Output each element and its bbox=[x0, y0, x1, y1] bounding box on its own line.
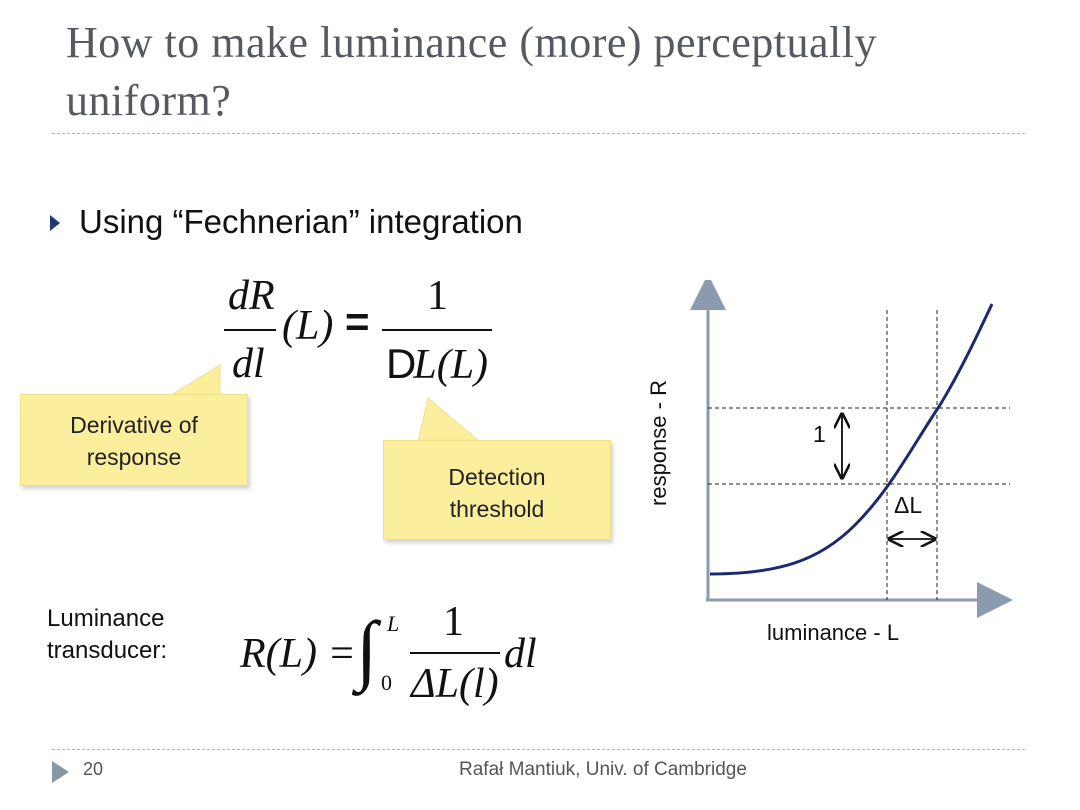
unit-step-label: 1 bbox=[813, 421, 826, 447]
y-axis-label: response - R bbox=[646, 380, 671, 506]
page-number: 20 bbox=[83, 759, 104, 779]
transducer-label: Luminance transducer: bbox=[47, 603, 167, 667]
eq1-delta-glyph: D bbox=[386, 340, 416, 387]
eq2-differential: dl bbox=[504, 631, 537, 677]
response-graph: 1 ΔL response - R luminance - L bbox=[640, 274, 1020, 645]
eq1-denominator-rest: L(L) bbox=[413, 342, 489, 388]
title-divider bbox=[52, 133, 1025, 134]
footer-divider bbox=[52, 749, 1025, 750]
eq1-lhs-denominator: dl bbox=[232, 341, 265, 387]
eq1-equals-sign: = bbox=[345, 298, 370, 345]
eq1-lhs-numerator: dR bbox=[228, 273, 275, 319]
callout-derivative: Derivative of response bbox=[20, 394, 248, 486]
slide-title: How to make luminance (more) perceptuall… bbox=[66, 18, 877, 125]
bullet-text: Using “Fechnerian” integration bbox=[79, 203, 523, 240]
eq2-fraction-bar bbox=[410, 652, 500, 654]
eq1-lhs-argument: (L) bbox=[282, 303, 334, 349]
x-axis-label: luminance - L bbox=[767, 620, 900, 645]
transducer-label-line2: transducer: bbox=[47, 637, 168, 664]
eq2-numerator: 1 bbox=[443, 599, 464, 645]
footer-arrow-icon bbox=[52, 761, 69, 783]
integral-sign-icon: ∫ bbox=[356, 605, 378, 692]
bullet-triangle-icon bbox=[50, 215, 60, 231]
eq1-rhs-numerator: 1 bbox=[427, 273, 448, 319]
eq1-rhs-fraction-bar bbox=[382, 329, 492, 331]
callout-threshold: Detection threshold bbox=[383, 440, 611, 540]
eq2-upper-limit: L bbox=[387, 611, 400, 636]
callout-derivative-line1: Derivative of bbox=[70, 412, 198, 438]
response-curve bbox=[709, 303, 994, 576]
callout-threshold-line2: threshold bbox=[449, 496, 545, 522]
eq1-lhs-fraction-bar bbox=[224, 329, 276, 331]
delta-l-label: ΔL bbox=[894, 492, 923, 518]
callout-threshold-tail bbox=[417, 397, 482, 443]
footer-author: Rafał Mantiuk, Univ. of Cambridge bbox=[459, 759, 747, 780]
callout-derivative-line2: response bbox=[86, 444, 182, 470]
eq2-denominator: ΔL(l) bbox=[411, 661, 499, 707]
callout-threshold-line1: Detection bbox=[448, 464, 546, 490]
transducer-label-line1: Luminance bbox=[47, 605, 165, 632]
graph-canvas bbox=[690, 274, 1013, 618]
eq2-lhs: R(L) = bbox=[240, 631, 356, 677]
eq1-rhs-denominator: DL(L) bbox=[386, 340, 488, 389]
eq2-lower-limit: 0 bbox=[381, 670, 392, 695]
